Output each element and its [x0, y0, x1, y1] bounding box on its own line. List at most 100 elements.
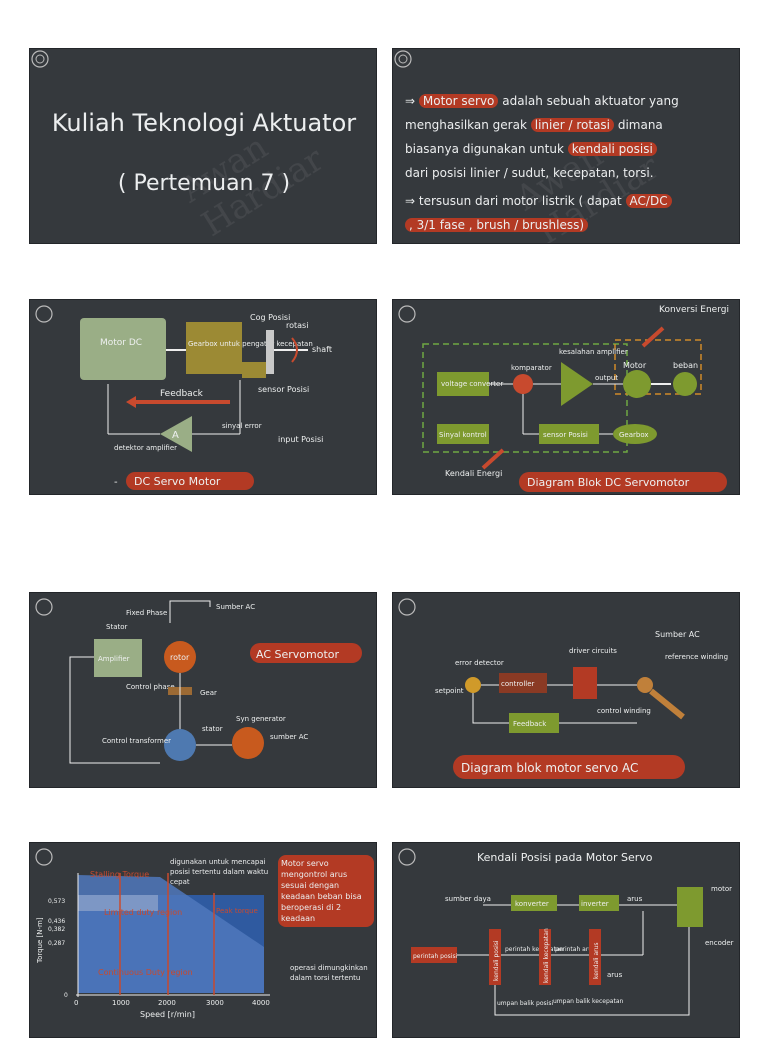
shaft-label: shaft: [312, 345, 332, 354]
arus2-label: arus: [607, 971, 623, 979]
cog-bar: [266, 330, 274, 374]
xtick-1: 1000: [112, 999, 130, 1007]
line-3: biasanya digunakan untuk kendali posisi: [405, 137, 679, 161]
limited-label: Limited duty region: [104, 908, 182, 917]
feedback-label: Feedback: [160, 389, 204, 399]
inverter-block: [579, 895, 619, 911]
kendali-posisi-label: kendali posisi: [493, 940, 500, 981]
motor-circle: [623, 370, 651, 398]
stator-circle: [164, 729, 196, 761]
slide-title: Kendali Posisi pada Motor Servo: [477, 851, 653, 864]
perintah-block: [411, 947, 457, 963]
caption: Diagram blok motor servo AC: [461, 761, 638, 775]
gearbox-block: [186, 322, 242, 374]
slide-6-ac-block: Sumber AC driver circuits reference wind…: [392, 592, 740, 788]
sumber-label: Sumber AC: [655, 630, 700, 639]
dc-servo-diagram: Motor DC Gearbox untuk pengatur kecepata…: [35, 305, 332, 490]
amp-label: A: [172, 430, 179, 441]
slide-2-definition: Awan Hardiar ⇒ Motor servo adalah sebuah…: [392, 48, 740, 244]
ylabel: Torque [N-m]: [36, 917, 44, 964]
line-1: ⇒ Motor servo adalah sebuah aktuator yan…: [405, 94, 679, 108]
note-2: Motor servo mengontrol arus sesuai denga…: [278, 855, 374, 927]
stalling-label: Stalling Torque: [90, 870, 149, 879]
xtick-3: 3000: [206, 999, 224, 1007]
voltage-block: [437, 372, 489, 396]
ytick-2: 0,382: [48, 926, 65, 933]
sinyal-block: [437, 424, 489, 444]
inverter-label: inverter: [581, 900, 609, 908]
xtick-2: 2000: [158, 999, 176, 1007]
rotor-circle: [164, 641, 196, 673]
note-3: operasi dimungkinkan dalam torsi tertent…: [290, 964, 368, 982]
ytick-3: 0,287: [48, 940, 65, 947]
line-5: ⇒ tersusun dari motor listrik ( dapat AC…: [405, 189, 679, 213]
university-seal-icon: [398, 305, 416, 323]
motor-label: Motor DC: [100, 338, 142, 348]
line-2: menghasilkan gerak linier / rotasi diman…: [405, 118, 663, 132]
caption-prefix: -: [114, 477, 118, 488]
xlabel: Speed [r/min]: [140, 1010, 195, 1019]
encoder-label: encoder: [705, 939, 734, 947]
generator-circle: [232, 727, 264, 759]
caption: DC Servo Motor: [134, 475, 221, 488]
gear-label: Gear: [200, 689, 217, 697]
motor-label: motor: [711, 885, 732, 893]
slide-5-ac-servo: Fixed Phase Sumber AC Stator Amplifier r…: [29, 592, 377, 788]
watermark: Awan Hardiar: [173, 127, 331, 244]
slide-7-torque-speed: Stalling Torque Limited duty region Peak…: [29, 842, 377, 1038]
university-seal-icon: [398, 598, 416, 616]
motor-label: Motor: [623, 361, 647, 370]
xtick-4: 4000: [252, 999, 270, 1007]
university-seal-icon: [35, 305, 53, 323]
stator-label: Stator: [106, 623, 128, 631]
konverter-label: konverter: [515, 900, 549, 908]
amplifier-triangle: [160, 416, 192, 452]
driver-block: [573, 667, 597, 699]
caption: Diagram Blok DC Servomotor: [527, 476, 690, 489]
gearbox-label: Gearbox: [619, 431, 649, 439]
driver-label: driver circuits: [569, 647, 617, 655]
gearbox-ellipse: [613, 424, 657, 444]
comparator-circle: [513, 374, 533, 394]
sensor-block: [242, 362, 266, 378]
motor-circle: [637, 677, 653, 693]
output-label: output: [595, 374, 618, 382]
fixed-label: Fixed Phase: [126, 609, 167, 617]
rotasi-label: rotasi: [286, 321, 308, 330]
university-seal-icon: [398, 848, 416, 866]
slide-3-dc-servo: Motor DC Gearbox untuk pengatur kecepata…: [29, 299, 377, 495]
caption-highlight: [126, 472, 254, 490]
umpan-kec-label: umpan balik kecepatan: [553, 998, 624, 1005]
line-4: dari posisi linier / sudut, kecepatan, t…: [405, 166, 654, 180]
slide-subtitle: ( Pertemuan 7 ): [117, 171, 291, 196]
kendali-label: Kendali Energi: [445, 469, 502, 478]
control-phase-label: Control phase: [126, 683, 175, 691]
detektor-label: detektor amplifier: [114, 444, 177, 452]
slide-title: Kuliah Teknologi Aktuator: [51, 109, 357, 137]
sinyal-label: Sinyal kontrol: [439, 431, 487, 439]
amplifier-block: [94, 639, 142, 677]
ytick-4: 0: [64, 992, 68, 999]
error-label: error detector: [455, 659, 504, 667]
caption-highlight: [250, 643, 362, 663]
input-label: input Posisi: [278, 435, 323, 444]
caption: AC Servomotor: [256, 648, 340, 661]
sensor-label: sensor Posisi: [543, 431, 588, 439]
signal-error-label: sinyal error: [222, 422, 262, 430]
sensor-block: [539, 424, 599, 444]
sumber-label: Sumber AC: [216, 603, 255, 611]
feedback-label: Feedback: [513, 720, 547, 728]
error-circle: [465, 677, 481, 693]
controller-block: [499, 673, 547, 693]
beban-circle: [673, 372, 697, 396]
konversi-label: Konversi Energi: [659, 305, 729, 315]
university-seal-icon: [35, 848, 53, 866]
reference-label: reference winding: [665, 653, 728, 661]
amplifier-triangle: [561, 362, 593, 406]
kendali-arus-block: [589, 929, 601, 985]
control-winding-label: control winding: [597, 707, 651, 715]
beban-label: beban: [673, 361, 698, 370]
caption-highlight: [453, 755, 685, 779]
stator2-label: stator: [202, 725, 223, 733]
sumber-label: sumber daya: [445, 895, 491, 903]
